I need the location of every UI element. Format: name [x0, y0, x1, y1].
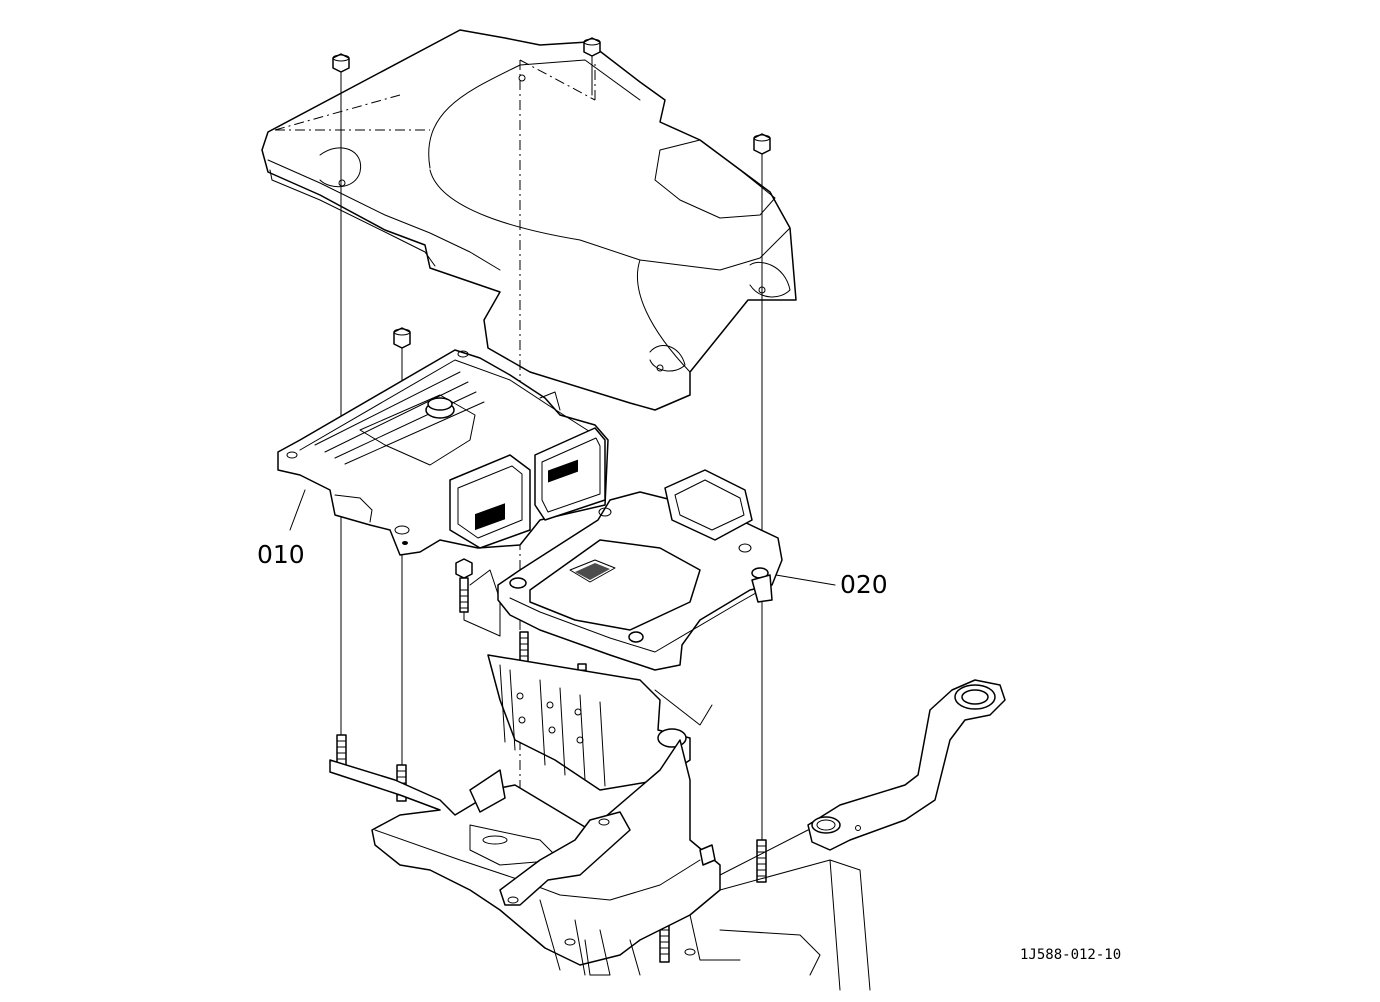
ecu-cover[interactable] — [261, 29, 797, 411]
callout-020: 020 — [775, 570, 888, 599]
nut-top-left[interactable] — [332, 53, 350, 73]
ecu-mounting-plate[interactable] — [497, 469, 783, 671]
stud-right[interactable] — [756, 839, 767, 883]
bolt-center[interactable] — [455, 558, 501, 637]
nut-top-right[interactable] — [753, 133, 771, 155]
callout-label-010: 010 — [257, 540, 305, 569]
nut-top-center[interactable] — [583, 37, 601, 57]
drawing-number: 1J588-012-10 — [1020, 947, 1121, 963]
ecu-module[interactable] — [277, 349, 609, 556]
stud-plate-left[interactable] — [519, 631, 529, 665]
nut-ecu-left[interactable] — [393, 327, 411, 349]
support-frame[interactable] — [329, 654, 871, 991]
mounting-arm[interactable] — [719, 679, 1006, 876]
callout-010: 010 — [257, 489, 306, 569]
callout-label-020: 020 — [840, 570, 888, 599]
